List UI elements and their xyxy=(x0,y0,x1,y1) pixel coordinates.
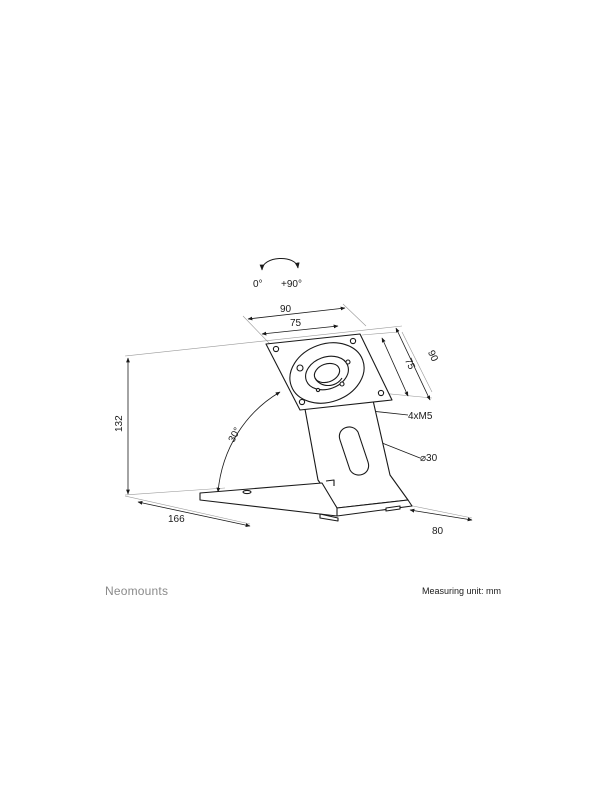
plate-outer-depth-label: 90 xyxy=(425,349,440,364)
rotation-arrow-icon xyxy=(259,258,300,271)
plate-outer-width-label: 90 xyxy=(280,304,292,315)
height-label: 132 xyxy=(114,415,125,432)
rotation-start-label: 0° xyxy=(253,279,263,290)
screw-hole xyxy=(298,398,306,406)
rotation-end-label: +90° xyxy=(281,279,302,290)
measuring-unit: Measuring unit: mm xyxy=(422,586,502,596)
base-width-label: 80 xyxy=(432,526,444,537)
screw-label: 4xM5 xyxy=(408,411,433,422)
screw-hole xyxy=(272,345,280,353)
plate-inner-width-label: 75 xyxy=(290,318,302,329)
plate-inner-depth-label: 75 xyxy=(402,357,417,372)
screw-hole xyxy=(349,337,357,345)
cable-hole-label: ⌀30 xyxy=(420,453,438,464)
stand-illustration xyxy=(199,333,413,522)
brand-name: Neomounts xyxy=(105,584,169,598)
base-length-label: 166 xyxy=(168,514,185,525)
screw-hole xyxy=(377,389,385,397)
cable-hole xyxy=(338,426,370,476)
